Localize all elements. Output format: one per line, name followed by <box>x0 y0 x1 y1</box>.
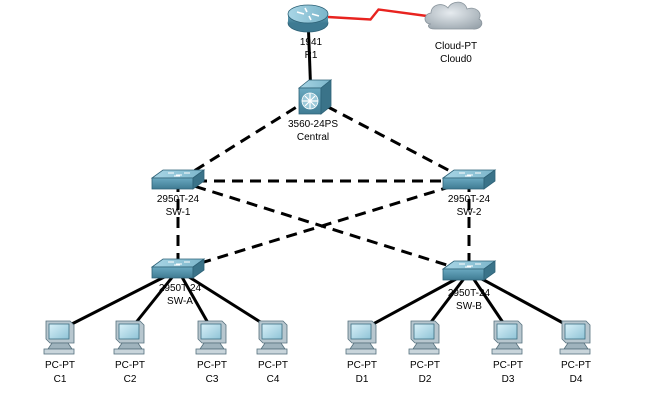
link-router-cloud <box>327 8 428 21</box>
pc-d4[interactable] <box>559 320 591 355</box>
d1-name-label: D1 <box>356 374 369 385</box>
c3-model-label: PC-PT <box>197 360 227 371</box>
c1-model-label: PC-PT <box>45 360 75 371</box>
d3-model-label: PC-PT <box>493 360 523 371</box>
sw2-model-label: 2950T-24 <box>448 194 491 205</box>
pc-d3[interactable] <box>491 320 523 355</box>
pc-c2[interactable] <box>113 320 145 355</box>
router-r1[interactable] <box>287 4 329 33</box>
link-swb-d1 <box>361 270 470 332</box>
link-swa-c3 <box>176 269 214 331</box>
swa-model-label: 2950T-24 <box>159 283 202 294</box>
d4-model-label: PC-PT <box>561 360 591 371</box>
c2-name-label: C2 <box>124 374 137 385</box>
router-model-label: 1941 <box>300 37 323 48</box>
pc-d1[interactable] <box>345 320 377 355</box>
router-icon <box>287 4 329 24</box>
d2-name-label: D2 <box>419 374 432 385</box>
devices-layer: 1941 R1 Cloud-PT Cloud0 3560-24PS Centra… <box>43 1 591 385</box>
link-swb-d2 <box>423 271 471 331</box>
links-layer <box>59 8 577 332</box>
d1-model-label: PC-PT <box>347 360 377 371</box>
swa-name-label: SW-A <box>167 296 193 307</box>
sw1-model-label: 2950T-24 <box>157 194 200 205</box>
cloud-icon <box>424 1 483 30</box>
central-side-shape <box>320 79 332 115</box>
switch-sw-a[interactable] <box>151 258 205 279</box>
pc-c4[interactable] <box>256 320 288 355</box>
central-name-label: Central <box>297 132 329 143</box>
swb-name-label: SW-B <box>456 301 482 312</box>
c4-name-label: C4 <box>267 374 280 385</box>
link-swa-c1 <box>59 268 179 332</box>
c2-model-label: PC-PT <box>115 360 145 371</box>
pc-d2[interactable] <box>408 320 440 355</box>
sw1-name-label: SW-1 <box>166 207 191 218</box>
c1-name-label: C1 <box>54 374 67 385</box>
switch-sw-2[interactable] <box>442 169 496 190</box>
cloud-model-label: Cloud-PT <box>435 41 477 52</box>
c4-model-label: PC-PT <box>258 360 288 371</box>
central-arrows <box>302 93 318 109</box>
c3-name-label: C3 <box>206 374 219 385</box>
pc-c3[interactable] <box>195 320 227 355</box>
router-arrows <box>296 7 320 21</box>
link-sw2-swa <box>177 179 470 272</box>
switch-sw-b[interactable] <box>442 260 496 281</box>
central-model-label: 3560-24PS <box>288 119 338 130</box>
cloud-name-label: Cloud0 <box>440 54 472 65</box>
link-central-sw2 <box>310 96 470 183</box>
link-swb-d3 <box>467 271 510 331</box>
pc-c1[interactable] <box>43 320 75 355</box>
switch-central[interactable] <box>297 79 333 115</box>
link-swb-d4 <box>468 270 577 332</box>
router-name-label: R1 <box>305 50 318 61</box>
d3-name-label: D3 <box>502 374 515 385</box>
sw2-name-label: SW-2 <box>457 207 482 218</box>
swb-model-label: 2950T-24 <box>448 288 491 299</box>
d4-name-label: D4 <box>570 374 583 385</box>
switch-sw-1[interactable] <box>151 169 205 190</box>
d2-model-label: PC-PT <box>410 360 440 371</box>
link-central-sw1 <box>177 96 312 183</box>
link-swa-c4 <box>177 268 274 332</box>
link-swa-c2 <box>128 269 180 331</box>
cloud-cloud0[interactable] <box>424 1 483 30</box>
